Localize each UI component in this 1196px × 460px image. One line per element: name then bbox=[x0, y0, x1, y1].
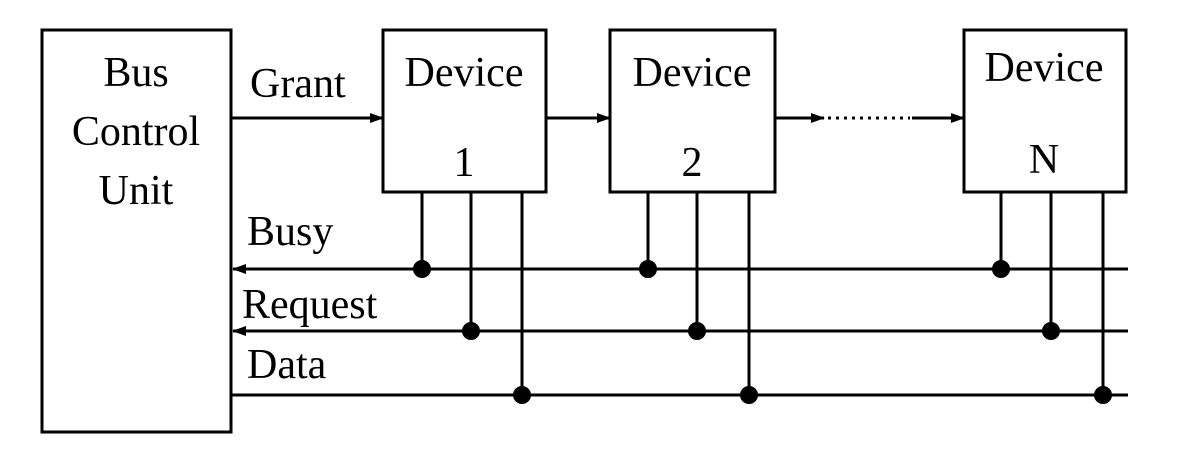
bus-control-unit-line-1: Bus bbox=[103, 50, 168, 96]
bus-control-unit-line-3: Unit bbox=[99, 168, 174, 214]
bus-control-unit-box bbox=[40, 28, 233, 434]
device-n-id: N bbox=[1029, 137, 1059, 183]
bus-control-unit-line-2: Control bbox=[72, 109, 200, 155]
request-label: Request bbox=[242, 282, 378, 328]
device-2-busy-junction bbox=[639, 260, 657, 278]
device-1-box bbox=[381, 28, 548, 194]
device-2-id: 2 bbox=[682, 140, 703, 186]
device-n-request-junction bbox=[1042, 322, 1060, 340]
device-2-data-junction bbox=[740, 386, 758, 404]
device-n-data-junction bbox=[1094, 386, 1112, 404]
device-1-data-junction bbox=[513, 386, 531, 404]
device-n-name: Device bbox=[985, 45, 1104, 91]
device-2-box bbox=[608, 28, 777, 194]
device-1-name: Device bbox=[405, 50, 524, 96]
device-1-busy-junction bbox=[413, 260, 431, 278]
device-1-id: 1 bbox=[454, 140, 475, 186]
device-2-name: Device bbox=[633, 50, 752, 96]
device-2-request-junction bbox=[688, 322, 706, 340]
grant-label: Grant bbox=[250, 61, 346, 107]
device-n-box bbox=[962, 28, 1128, 194]
busy-label: Busy bbox=[247, 209, 333, 255]
data-label: Data bbox=[247, 342, 327, 388]
device-n-busy-junction bbox=[992, 260, 1010, 278]
device-1-request-junction bbox=[462, 322, 480, 340]
